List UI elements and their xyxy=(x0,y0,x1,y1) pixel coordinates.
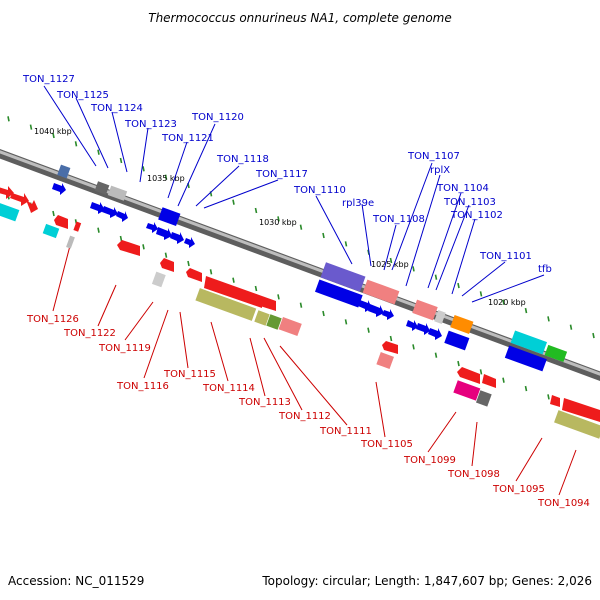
gene-label-ton-1127[interactable]: TON_1127 xyxy=(22,74,75,85)
tick-mark xyxy=(547,316,550,322)
tick-mark xyxy=(457,282,460,289)
gene-label-ton-1110[interactable]: TON_1110 xyxy=(293,185,346,196)
reverse-leader-lines xyxy=(52,237,577,496)
tick-mark xyxy=(52,210,55,217)
gene-label-ton-1108[interactable]: TON_1108 xyxy=(372,214,425,225)
tick-mark xyxy=(479,369,483,375)
tick-mark xyxy=(502,377,505,383)
tick-mark xyxy=(164,174,168,180)
tick-label-1040: 1040 kbp xyxy=(34,127,72,136)
tick-mark xyxy=(232,277,235,283)
tick-mark xyxy=(389,257,393,264)
tick-mark xyxy=(299,302,303,308)
tick-mark xyxy=(524,385,528,392)
gene-label-ton-1123[interactable]: TON_1123 xyxy=(124,119,177,130)
map-title: Thermococcus onnurineus NA1, complete ge… xyxy=(148,11,452,25)
gene-label-ton-1116[interactable]: TON_1116 xyxy=(116,381,169,392)
gene-label-ton-1119[interactable]: TON_1119 xyxy=(98,343,151,354)
accession-text: Accession: NC_011529 xyxy=(8,574,144,588)
tick-marks xyxy=(7,116,595,417)
gene-label-ton-1124[interactable]: TON_1124 xyxy=(90,103,143,114)
gene-label-ton-1105[interactable]: TON_1105 xyxy=(360,439,413,450)
tick-mark xyxy=(254,207,258,214)
reverse-label-group: TON_1126 TON_1122 TON_1119 TON_1116 TON_… xyxy=(26,314,590,509)
tick-mark xyxy=(322,232,325,239)
tick-mark xyxy=(569,324,573,330)
tick-mark xyxy=(412,344,415,350)
gene-label-rplx[interactable]: rplX xyxy=(430,165,450,176)
gene-label-ton-1102[interactable]: TON_1102 xyxy=(450,210,503,221)
tick-mark xyxy=(29,124,33,130)
reverse-genes xyxy=(54,215,600,439)
gene-label-ton-1122[interactable]: TON_1122 xyxy=(63,328,116,339)
tick-mark xyxy=(209,269,213,275)
tick-mark xyxy=(547,394,550,400)
gene-label-ton-1107[interactable]: TON_1107 xyxy=(407,151,460,162)
tick-label-1020: 1020 kbp xyxy=(488,298,526,307)
tick-mark xyxy=(457,360,460,367)
summary-text: Topology: circular; Length: 1,847,607 bp… xyxy=(261,574,592,588)
forward-label-group: TON_1127 TON_1125 TON_1124 TON_1123 TON_… xyxy=(22,74,552,275)
forward-leader-lines xyxy=(43,85,545,303)
tick-mark xyxy=(7,116,10,122)
tick-mark xyxy=(277,294,280,300)
tick-mark xyxy=(367,327,370,333)
tick-label-1030: 1030 kbp xyxy=(259,218,297,227)
gene-label-ton-1103[interactable]: TON_1103 xyxy=(443,197,496,208)
gene-label-ton-1101[interactable]: TON_1101 xyxy=(479,251,532,262)
genome-backbone-highlight xyxy=(0,150,600,376)
tick-mark xyxy=(142,244,145,250)
tick-mark xyxy=(232,199,235,205)
gene-label-ton-1126[interactable]: TON_1126 xyxy=(26,314,79,325)
tick-mark xyxy=(97,149,100,155)
gene-label-ton-1113[interactable]: TON_1113 xyxy=(238,397,291,408)
gene-label-ton-1104[interactable]: TON_1104 xyxy=(436,183,489,194)
tick-mark xyxy=(164,252,168,258)
tick-mark xyxy=(502,299,505,305)
tick-label-1025: 1025 kbp xyxy=(371,260,409,269)
gene-label-ton-1120[interactable]: TON_1120 xyxy=(191,112,244,123)
tick-mark xyxy=(119,235,123,242)
tick-mark xyxy=(277,216,280,222)
tick-mark xyxy=(119,157,123,164)
tick-mark xyxy=(142,166,145,172)
tick-mark xyxy=(434,274,438,280)
tick-mark xyxy=(412,266,415,272)
tick-mark xyxy=(434,352,438,358)
gene-label-ton-1125[interactable]: TON_1125 xyxy=(56,90,109,101)
tick-mark xyxy=(524,307,528,314)
gene-label-ton-1111[interactable]: TON_1111 xyxy=(319,426,372,437)
tick-mark xyxy=(322,310,325,317)
gene-label-ton-1115[interactable]: TON_1115 xyxy=(163,369,216,380)
gene-label-ton-1121[interactable]: TON_1121 xyxy=(161,133,214,144)
tick-mark xyxy=(52,132,55,139)
gene-label-ton-1098[interactable]: TON_1098 xyxy=(447,469,500,480)
tick-mark xyxy=(479,291,483,297)
tick-mark xyxy=(97,227,100,233)
tick-label-1035: 1035 kbp xyxy=(147,174,185,183)
gene-label-ton-1112[interactable]: TON_1112 xyxy=(278,411,331,422)
tick-mark xyxy=(344,241,348,247)
gene-label-rpl39e[interactable]: rpl39e xyxy=(342,198,374,209)
tick-mark xyxy=(389,335,393,342)
gene-label-ton-1095[interactable]: TON_1095 xyxy=(492,484,545,495)
gene-label-ton-1118[interactable]: TON_1118 xyxy=(216,154,269,165)
tick-mark xyxy=(344,319,348,325)
gene-label-ton-1117[interactable]: TON_1117 xyxy=(255,169,308,180)
tick-mark xyxy=(74,141,78,147)
gene-label-ton-1099[interactable]: TON_1099 xyxy=(403,455,456,466)
gene-label-ton-1094[interactable]: TON_1094 xyxy=(537,498,590,509)
tick-mark xyxy=(254,285,258,292)
tick-mark xyxy=(592,332,595,339)
gene-label-tfb[interactable]: tfb xyxy=(538,264,552,275)
gene-label-ton-1114[interactable]: TON_1114 xyxy=(202,383,255,394)
tick-mark xyxy=(187,260,190,267)
forward-genes xyxy=(0,164,568,372)
tick-mark xyxy=(299,224,303,230)
